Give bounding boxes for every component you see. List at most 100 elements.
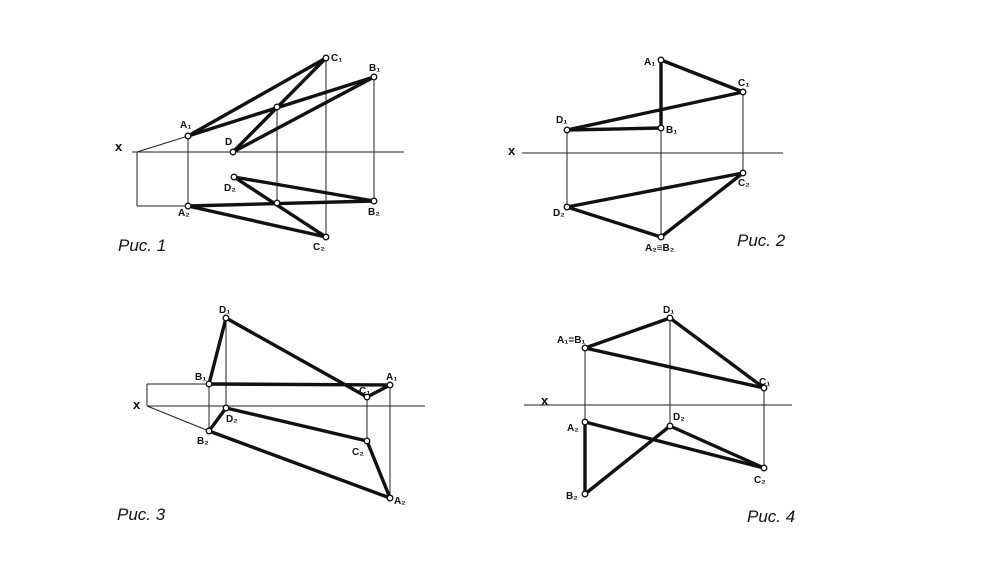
caption: Рис. 1: [118, 236, 166, 255]
label-c2: C₂: [738, 178, 750, 189]
edge-d2-a2b2: [565, 205, 663, 239]
label-d2: D₂: [224, 183, 236, 194]
point-d2: [222, 404, 230, 412]
point-c1: [363, 393, 371, 401]
label-b1: B₁: [195, 372, 206, 383]
label-b1: B₁: [666, 125, 677, 136]
edge-d1-b1: [565, 126, 663, 132]
label-a2: A₂: [567, 423, 579, 434]
edge-d1-c1: [565, 90, 745, 132]
point-a2: [184, 202, 192, 210]
point-d2: [230, 173, 238, 181]
edge-d2-b2: [232, 175, 376, 203]
label-c1: C₁: [331, 53, 342, 64]
point-d2: [563, 203, 571, 211]
axis-label: x: [508, 143, 516, 158]
edge-d2-c2: [668, 424, 766, 470]
label-a2: A₂: [394, 496, 406, 507]
edge-a2b2-c2: [659, 171, 745, 239]
edge-d2-c2: [232, 175, 328, 239]
construction-line: [146, 405, 210, 432]
edge-a1b1-d1: [583, 316, 672, 350]
point-intersection-upper: [273, 103, 281, 111]
point-a1: [657, 56, 665, 64]
edge-d2-c2: [565, 171, 745, 209]
point-c1: [322, 54, 330, 62]
point-a1: [386, 381, 394, 389]
point-b2: [205, 427, 213, 435]
point-intersection-lower: [273, 199, 281, 207]
figure-1: x A₁ C₁ B₁ D D₂ A₂ B₂ C₂ Рис. 1: [115, 53, 404, 255]
point-d1: [563, 126, 571, 134]
point-c2: [322, 233, 330, 241]
label-d2: D₂: [673, 412, 685, 423]
axis-label: x: [115, 139, 123, 154]
point-b1: [657, 124, 665, 132]
label-d1: D₁: [663, 305, 674, 316]
label-a1: A₁: [386, 372, 397, 383]
edge-a2-c2: [583, 420, 766, 470]
point-b2: [370, 197, 378, 205]
edge-d-b1: [231, 75, 376, 154]
point-d2: [666, 422, 674, 430]
point-d1: [222, 314, 230, 322]
edge-b1-a1: [207, 382, 392, 387]
label-a2b2: A₂≡B₂: [645, 243, 674, 254]
edge-b1-d1: [207, 316, 228, 386]
label-d2: D₂: [553, 208, 565, 219]
label-c1: C₁: [759, 377, 770, 388]
edge-c2-a2: [365, 439, 392, 500]
label-d: D: [225, 137, 232, 148]
point-a2: [581, 418, 589, 426]
edge-c1-a1: [365, 383, 392, 399]
axis-label: x: [541, 393, 549, 408]
label-a1: A₁: [644, 57, 655, 68]
point-c2: [739, 169, 747, 177]
caption: Рис. 4: [747, 507, 795, 526]
axis-label: x: [133, 397, 141, 412]
construction-line: [136, 135, 189, 153]
point-a2: [386, 494, 394, 502]
edge-a1b1-c1: [583, 346, 766, 390]
edge-d2-c2: [224, 406, 369, 443]
label-a2: A₂: [178, 208, 190, 219]
label-a1: A₁: [180, 120, 191, 131]
point-b2: [581, 490, 589, 498]
edge-b2-d2: [207, 406, 228, 433]
label-d1: D₁: [556, 115, 567, 126]
point-b1: [205, 380, 213, 388]
edge-a2-c2: [186, 204, 328, 239]
label-b1: B₁: [369, 63, 380, 74]
point-c1: [739, 88, 747, 96]
figure-2: x A₁ C₁ B₁ D₁ C₂ D₂ A₂≡B₂ Рис. 2: [508, 56, 786, 254]
label-c2: C₂: [754, 475, 766, 486]
edge-a1-b1: [186, 75, 376, 138]
edge-a2-b2: [186, 199, 376, 208]
point-b1: [370, 73, 378, 81]
label-a1b1: A₁=B₁: [557, 335, 586, 346]
label-b2: B₂: [197, 436, 209, 447]
edge-b2-a2: [207, 429, 392, 500]
point-a1b1: [581, 344, 589, 352]
caption: Рис. 3: [117, 505, 166, 524]
label-c1: C₁: [738, 78, 749, 89]
label-c1: C₁: [359, 386, 370, 397]
point-c2: [760, 464, 768, 472]
label-c2: C₂: [313, 242, 325, 253]
point-c1: [760, 384, 768, 392]
label-b2: B₂: [368, 207, 380, 218]
label-b2: B₂: [566, 491, 578, 502]
point-c2: [363, 437, 371, 445]
label-d2: D₂: [226, 414, 238, 425]
label-d1: D₁: [219, 305, 230, 316]
caption: Рис. 2: [737, 231, 786, 250]
edge-b2-d2: [583, 424, 672, 496]
figure-4: x D₁ A₁=B₁ C₁ A₂ D₂ C₂ B₂ Рис. 4: [524, 305, 795, 526]
edge-a1-c1: [186, 56, 328, 138]
edge-d1-c1: [668, 316, 766, 390]
point-a1: [184, 132, 192, 140]
point-d1: [666, 314, 674, 322]
edge-a1-c1: [659, 58, 745, 94]
label-c2: C₂: [352, 447, 364, 458]
